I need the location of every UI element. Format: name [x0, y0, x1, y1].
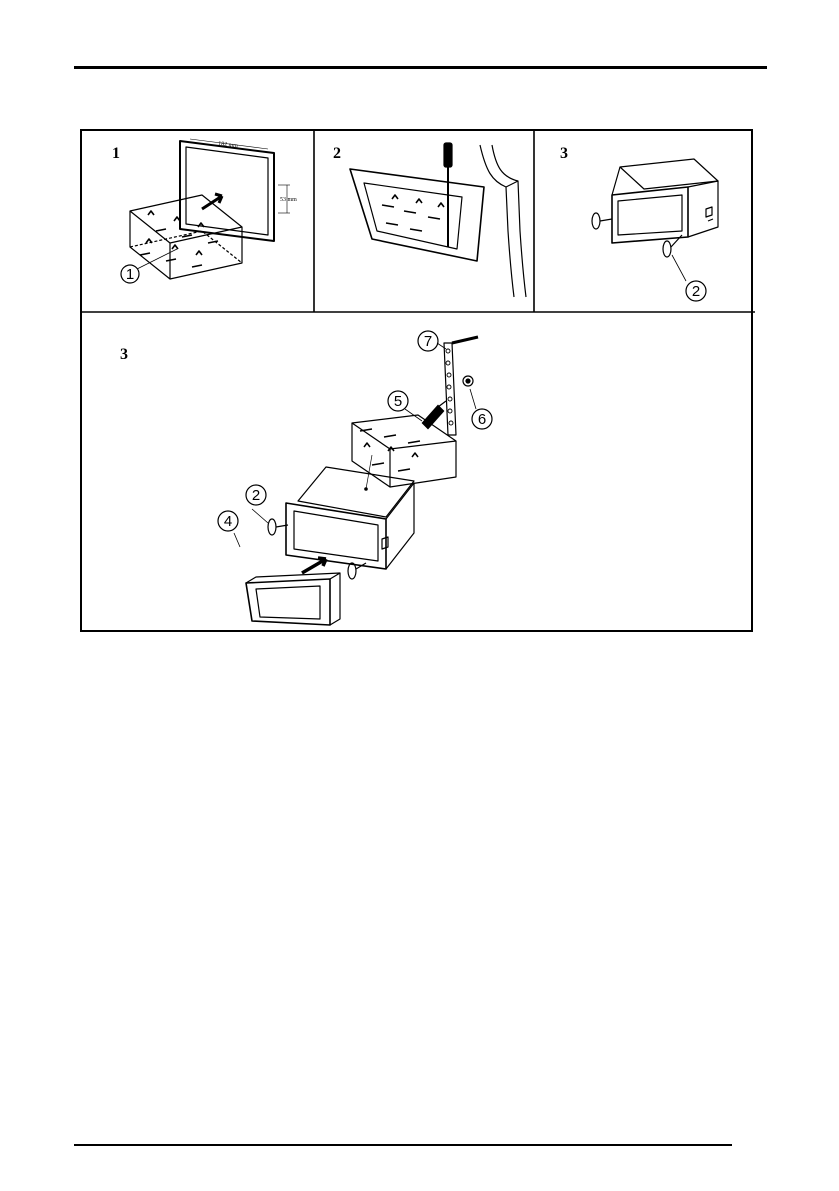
diagram-drawing: 182 mm 53 mm 1 2 7 5 6 2 4 — [82, 131, 755, 634]
callout-number: 4 — [224, 513, 232, 530]
panel-3-drawing — [592, 159, 718, 301]
callout-number: 6 — [478, 411, 486, 428]
callout-number: 1 — [126, 266, 134, 283]
footer-rule — [74, 1144, 732, 1146]
callout-number: 5 — [394, 393, 402, 410]
callout-number: 7 — [424, 333, 432, 350]
panel-1-width-dimension: 182 mm — [218, 141, 239, 149]
panel-2-drawing — [350, 143, 526, 297]
panel-1-height-dimension: 53 mm — [280, 197, 297, 203]
callout-number: 2 — [252, 487, 260, 504]
panel-4-drawing — [218, 331, 492, 625]
panel-1-drawing — [121, 139, 290, 283]
installation-diagram: 1 2 3 3 — [80, 129, 753, 632]
header-rule — [74, 66, 767, 69]
callout-number: 2 — [692, 283, 700, 300]
